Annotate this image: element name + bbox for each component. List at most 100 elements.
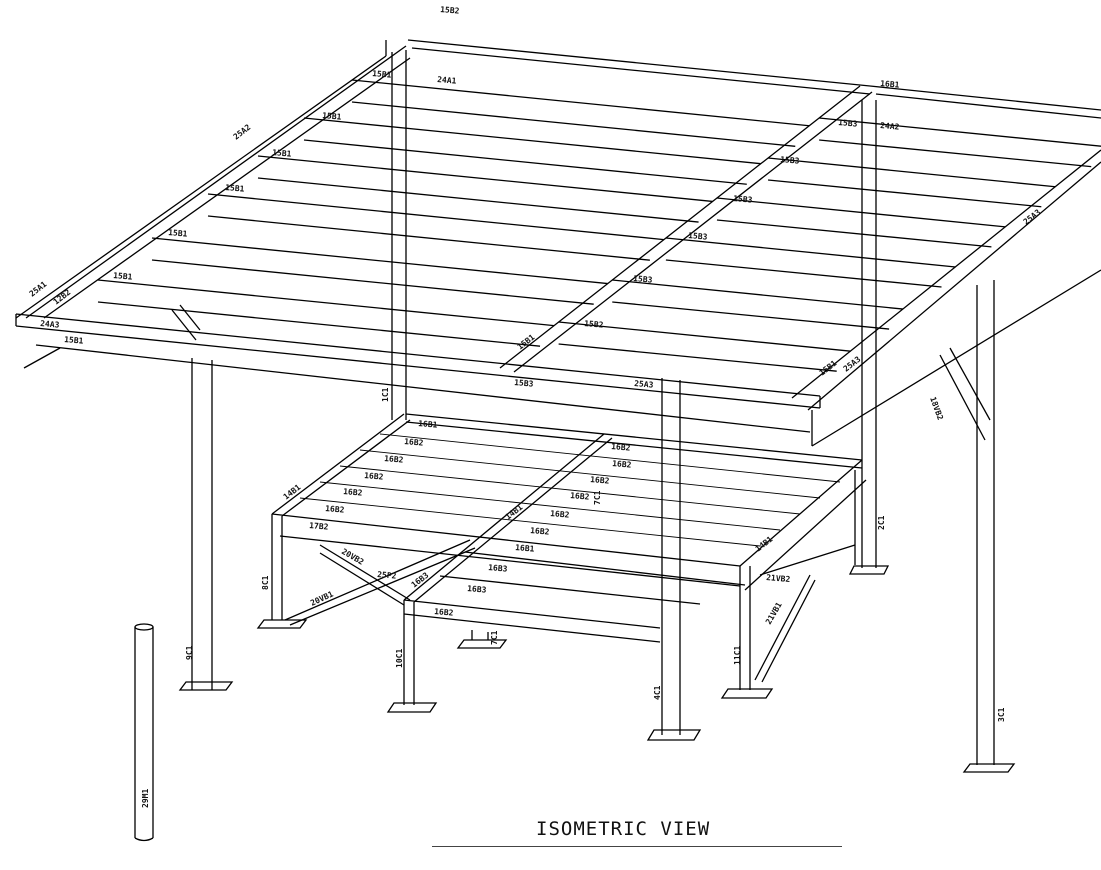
column-9c1	[178, 358, 234, 691]
joist-edge	[612, 279, 904, 310]
member-label: 16B2	[611, 442, 631, 453]
member-label: 15B2	[584, 319, 604, 330]
member-label: 24A1	[437, 75, 457, 86]
member-labels: 15B215B124A125A215B115B115B115B115B125A1…	[28, 5, 1043, 808]
joist-edge	[819, 117, 1101, 147]
member-label: 21VB1	[764, 600, 784, 626]
member-label: 16B1	[880, 79, 900, 90]
member-label: 9C1	[185, 645, 194, 660]
joist-edge	[665, 237, 956, 268]
lower-braces	[284, 539, 856, 683]
base-plate	[962, 763, 1016, 773]
joist-edge	[207, 215, 650, 261]
member-label: 15B3	[733, 194, 753, 205]
member-label: 24A2	[880, 121, 900, 132]
member-label: 10C1	[395, 649, 404, 668]
member-label: 15B1	[272, 148, 292, 159]
member-label: 8C1	[261, 575, 270, 590]
member-label: 16B2	[343, 487, 363, 498]
member-label: 29M1	[141, 789, 150, 808]
member-label: 11C1	[733, 646, 742, 665]
joist-edge	[303, 139, 747, 185]
member-label: 16B2	[590, 475, 610, 486]
joist-edge	[716, 197, 1006, 228]
member-label: 15B3	[838, 118, 858, 129]
joist-edge	[303, 117, 761, 165]
member-label: 21VB2	[766, 573, 791, 584]
joist-edge	[767, 179, 1042, 208]
post-29m1	[134, 623, 154, 842]
joist-edge	[151, 237, 608, 285]
member-label: 4C1	[653, 685, 662, 700]
member-label: 15B3	[780, 155, 800, 166]
column-4c1	[646, 378, 702, 741]
lower-deck-frame	[256, 413, 867, 713]
joist-edge	[257, 177, 699, 223]
member-label: 25P2	[377, 570, 397, 581]
base-plate	[848, 565, 890, 575]
joist-edge	[97, 279, 555, 327]
member-label: 1C1	[381, 387, 390, 402]
joist-edge	[558, 321, 851, 352]
member-label: 15B1	[516, 333, 537, 352]
member-label: 16B1	[418, 419, 438, 430]
member-label: 24A3	[40, 319, 60, 330]
columns	[171, 50, 1016, 773]
lower-joists	[299, 433, 841, 547]
member-label: 14B1	[754, 535, 775, 554]
member-label: 18VB2	[928, 396, 945, 422]
joist-edge	[612, 301, 890, 330]
column-1c1	[391, 50, 407, 420]
member-label: 15B1	[322, 111, 342, 122]
member-label: 2C1	[877, 515, 886, 530]
joist-edge	[558, 343, 837, 372]
title-underline	[432, 846, 842, 847]
view-title: ISOMETRIC VIEW	[536, 818, 711, 840]
member-label: 15B1	[64, 335, 84, 346]
member-label: 7C1	[593, 490, 602, 505]
joist-edge	[151, 259, 594, 305]
lower-columns	[256, 470, 856, 713]
column-2c1	[848, 100, 890, 575]
member-label: 16B3	[467, 584, 487, 595]
member-label: 17B2	[309, 521, 329, 532]
joist-edge	[257, 155, 713, 203]
member-label: 16B2	[612, 459, 632, 470]
joist-edge	[665, 259, 942, 288]
member-label: 16B2	[550, 509, 570, 520]
member-label: 16B2	[530, 526, 550, 537]
joist-edge	[97, 301, 541, 347]
member-label: 25A3	[842, 355, 863, 374]
joist-edge	[351, 101, 796, 147]
member-label: 15B3	[688, 231, 708, 242]
member-label: 16B2	[404, 437, 424, 448]
member-label: 16B2	[434, 607, 454, 618]
member-label: 16B2	[325, 504, 345, 515]
member-label: 15B3	[633, 274, 653, 285]
member-label: 15B1	[113, 271, 133, 282]
joist-edge	[819, 139, 1092, 168]
joist-edge	[716, 219, 992, 248]
member-label: 16B2	[384, 454, 404, 465]
member-label: 25A3	[634, 379, 654, 390]
member-label: 16B1	[515, 543, 535, 554]
member-label: 20VB1	[309, 589, 335, 607]
member-label: 15B1	[372, 69, 392, 80]
brace-18vb2	[939, 347, 991, 441]
member-label: 15B1	[168, 228, 188, 239]
joist-edge	[351, 79, 810, 127]
member-label: 15B3	[514, 378, 534, 389]
member-label: 16B2	[364, 471, 384, 482]
joist-edge	[207, 193, 664, 241]
member-label: 16B2	[570, 491, 590, 502]
member-label: 3C1	[997, 707, 1006, 722]
member-label: 15B1	[225, 183, 245, 194]
member-label: 16B3	[488, 563, 508, 574]
member-label: 15B2	[440, 5, 460, 16]
column-3c1	[962, 280, 1016, 773]
upper-deck-frame	[15, 39, 1101, 447]
member-label: 7C1	[490, 630, 499, 645]
member-label: 15B1	[818, 359, 839, 378]
joist-edge	[767, 157, 1056, 188]
